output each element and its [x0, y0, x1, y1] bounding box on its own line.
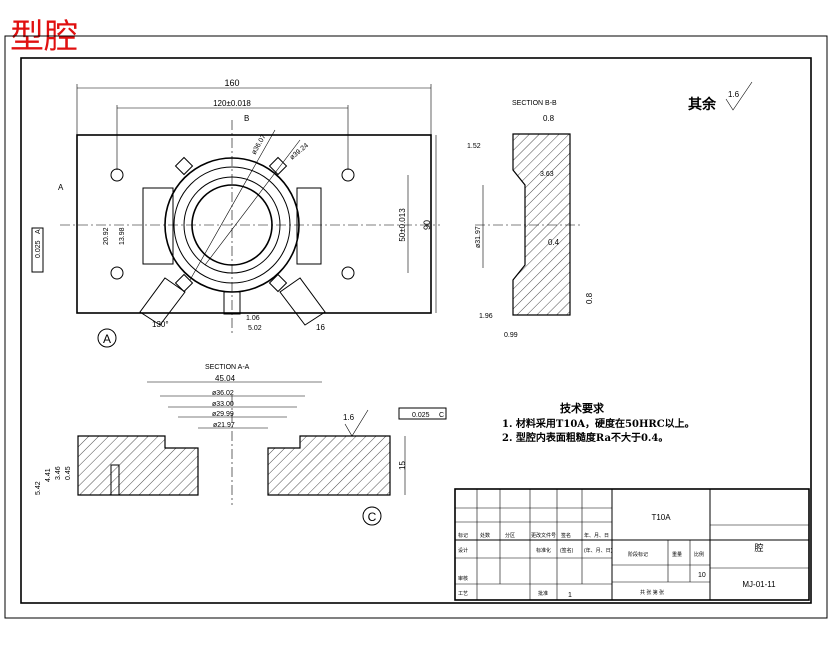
corner-holes: [110, 168, 355, 280]
bb-dim-v1: 1.52: [467, 143, 481, 150]
tb-r1-c4: 更改文件号: [531, 532, 556, 539]
bb-dim-d: ø31.97: [475, 226, 482, 248]
bb-dim-v2: 3.63: [540, 171, 554, 178]
aa-dim-d3: ø33.00: [212, 401, 234, 408]
tb-r1-c2: 处数: [480, 532, 490, 539]
bb-rough-3: 0.8: [585, 292, 594, 304]
dim-hole-spacing: 120±0.018: [213, 99, 251, 108]
dim-side2: 13.98: [119, 227, 126, 245]
tb-weight: 10: [698, 572, 706, 579]
dim-d1: ø36.07: [251, 134, 268, 156]
tb-r1-c1: 标记: [458, 532, 468, 539]
frame-tol-value: 0.025: [35, 240, 42, 258]
tb-material: T10A: [651, 513, 671, 522]
dim-w1: 1.06: [246, 315, 260, 322]
sheet-title: 型腔: [10, 17, 78, 57]
aa-dim-d2: ø36.02: [212, 390, 234, 397]
aa-flat-ref: C: [439, 412, 444, 419]
section-bb: SECTION B-B ø31.97 1.52 3.63 1.96 0.99 0…: [467, 100, 594, 339]
dim-width: 160: [224, 78, 239, 88]
tb-r3-c1: 审核: [458, 575, 468, 582]
frame-tol-ref: A: [35, 229, 42, 234]
section-mark-a-left: A: [58, 183, 64, 192]
tb-r2-c5: (签名): [560, 547, 574, 554]
tb-r2-c1: 设计: [458, 547, 468, 554]
aa-dim-l4: 0.45: [65, 466, 72, 480]
tech-item-2: 2. 型腔内表面粗糙度Ra不大于0.4。: [502, 431, 668, 444]
datum-a: A: [103, 332, 111, 346]
bb-rough-1: 0.8: [543, 114, 555, 123]
tb-stage-label: 阶段标记: [628, 551, 648, 558]
aa-dim-d4: ø29.99: [212, 411, 234, 418]
outer-border: [4, 35, 828, 619]
dim-height: 90: [422, 220, 432, 230]
dim-slot: 16: [316, 323, 325, 332]
surface-note: 其余 1.6: [688, 81, 753, 113]
tb-r1-c3: 分区: [505, 532, 515, 539]
dim-height-hole: 50±0.013: [398, 208, 407, 242]
tb-r4-c4: 批准: [538, 590, 548, 597]
aa-dim-l2: 4.41: [45, 468, 52, 482]
aa-rough: 1.6: [343, 413, 355, 422]
aa-dim-d5: ø21.97: [213, 422, 235, 429]
bb-dim-v3: 1.96: [479, 313, 493, 320]
section-bb-title: SECTION B-B: [512, 100, 557, 107]
dim-w2: 5.02: [248, 325, 262, 332]
dim-d2: ø39.24: [289, 142, 310, 161]
section-aa: SECTION A-A 45.04 ø36.02 ø33.00 ø29.99 ø…: [35, 364, 447, 526]
section-aa-title: SECTION A-A: [205, 364, 250, 371]
aa-dim-l1: 5.42: [35, 481, 42, 495]
aa-dim-h: 15: [398, 461, 407, 470]
tb-scale: 1: [568, 592, 572, 599]
plate-outline: [76, 134, 432, 314]
tb-weight-label: 重量: [672, 551, 682, 558]
tb-r4-c1: 工艺: [458, 591, 468, 597]
frame-tolerance: 0.025 A: [31, 227, 44, 273]
datum-c: C: [368, 510, 377, 524]
tb-sheets: 共 张 第 张: [640, 589, 664, 596]
bb-rough-2: 0.4: [548, 238, 560, 247]
aa-dim-l3: 3.46: [55, 466, 62, 480]
section-mark-b-top: B: [244, 114, 249, 123]
inner-border: [20, 57, 812, 604]
aa-flat-tol: 0.025: [412, 412, 430, 419]
plan-view: 160 120±0.018 90 50±0.013: [31, 78, 440, 348]
central-boss: [139, 129, 326, 326]
aa-dim-d1: 45.04: [215, 374, 236, 383]
tb-r1-c5: 签名: [561, 532, 571, 539]
tb-r2-c6: (年、月、日): [584, 547, 613, 554]
dim-side1: 20.92: [103, 227, 110, 245]
tb-r1-c6: 年、月、日: [584, 532, 609, 539]
dim-angle: 130°: [152, 320, 169, 329]
surface-note-value: 1.6: [728, 90, 740, 99]
tb-drawing-no: MJ-01-11: [742, 580, 776, 589]
tech-heading: 技术要求: [560, 401, 605, 415]
tb-r2-c4: 标准化: [536, 547, 551, 554]
surface-note-label: 其余: [688, 96, 717, 113]
tb-scale-label: 比例: [694, 551, 704, 558]
tech-item-1: 1. 材料采用T10A，硬度在50HRC以上。: [502, 417, 695, 430]
tb-part-name: 腔: [754, 542, 763, 553]
tech-requirements: 技术要求 1. 材料采用T10A，硬度在50HRC以上。 2. 型腔内表面粗糙度…: [502, 401, 695, 444]
title-block: 标记 处数 分区 更改文件号 签名 年、月、日 设计 标准化 (签名) (年、月…: [454, 488, 810, 601]
bb-dim-v4: 0.99: [504, 332, 518, 339]
